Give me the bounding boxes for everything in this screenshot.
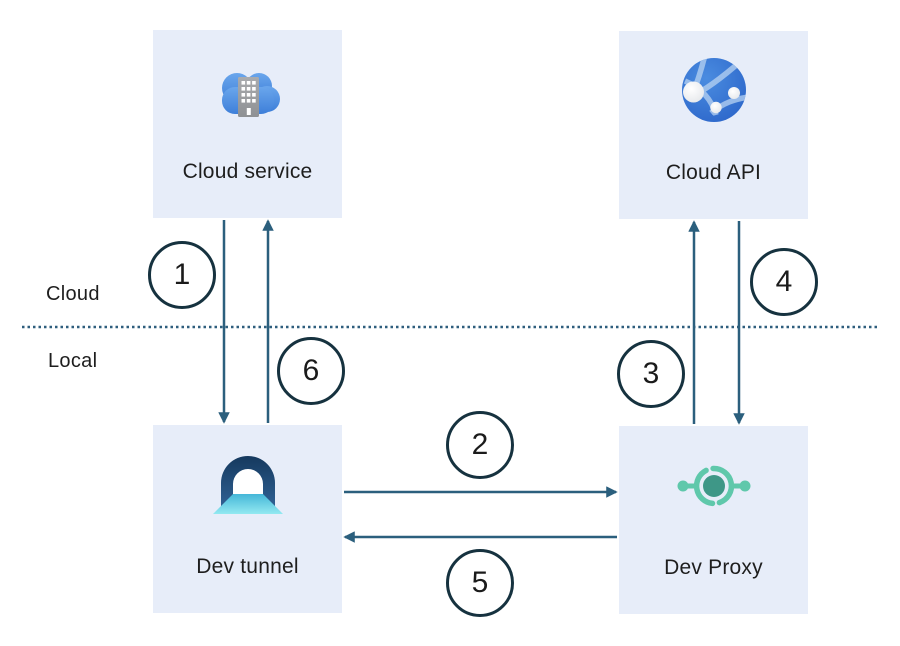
step-circle-5: 5 [446, 549, 514, 617]
step-circle-1: 1 [148, 241, 216, 309]
proxy-icon [676, 458, 752, 519]
cloud-building-icon [215, 62, 281, 123]
node-cloud-api: Cloud API [619, 31, 808, 219]
node-label-dev-tunnel: Dev tunnel [196, 555, 299, 578]
tunnel-icon [212, 452, 283, 521]
region-label-cloud: Cloud [46, 283, 100, 305]
globe-network-icon [681, 57, 747, 128]
step-circle-2: 2 [446, 411, 514, 479]
node-dev-proxy: Dev Proxy [619, 426, 808, 614]
node-label-cloud-service: Cloud service [182, 160, 313, 183]
node-label-cloud-api: Cloud API [665, 161, 762, 184]
step-circle-3: 3 [617, 340, 685, 408]
node-dev-tunnel: Dev tunnel [153, 425, 342, 613]
step-circle-6: 6 [277, 337, 345, 405]
node-cloud-service: Cloud service [153, 30, 342, 218]
step-circle-4: 4 [750, 248, 818, 316]
node-label-dev-proxy: Dev Proxy [664, 556, 763, 579]
region-label-local: Local [48, 350, 98, 372]
